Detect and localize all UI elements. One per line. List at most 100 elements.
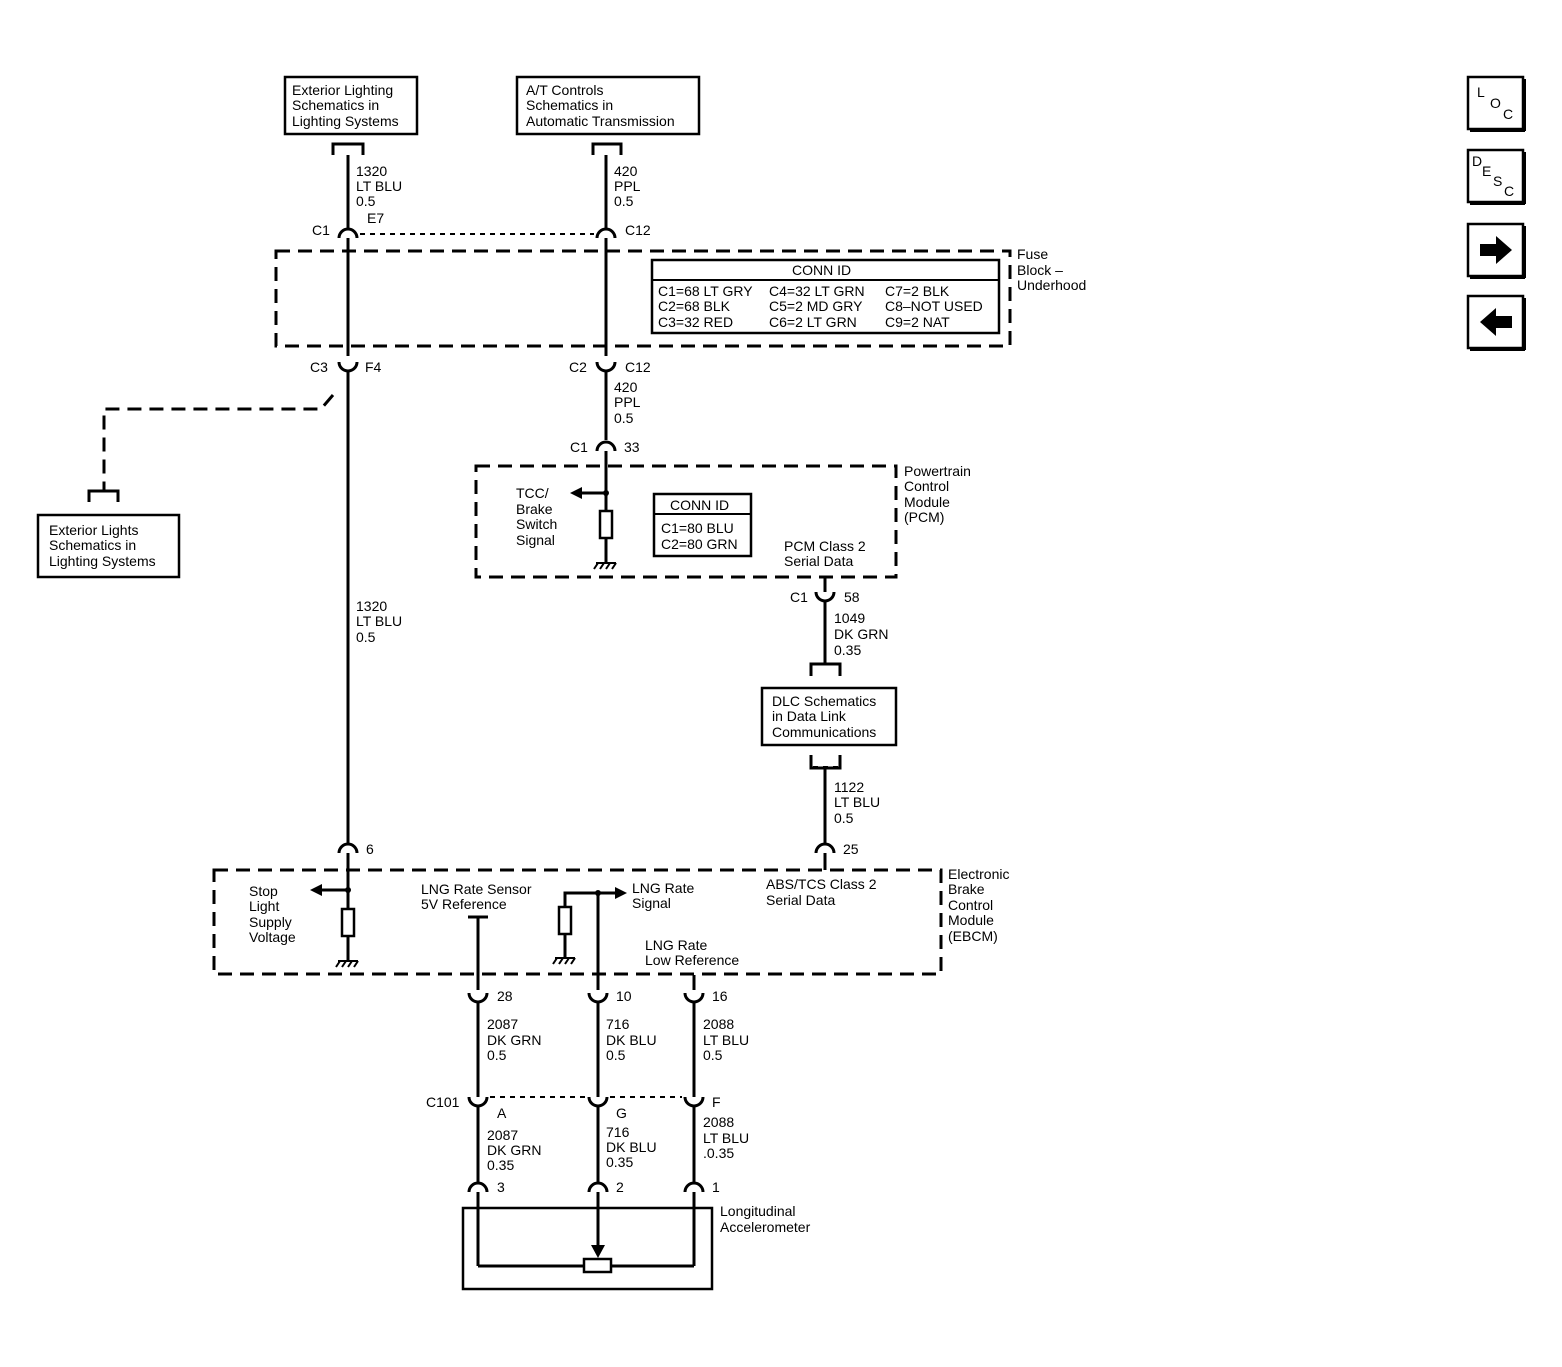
connector-label: F4 — [365, 359, 382, 375]
wire-label: PPL — [614, 178, 641, 194]
conn-id-cell: C7=2 BLK — [885, 283, 950, 299]
wire-label: 0.5 — [606, 1047, 626, 1063]
pcm-label: (PCM) — [904, 509, 944, 525]
ref-line: DLC Schematics — [772, 693, 876, 709]
pin-label: 58 — [844, 589, 860, 605]
connector-label: C12 — [625, 359, 651, 375]
wire-label: 0.5 — [356, 629, 376, 645]
wire-label: DK GRN — [834, 626, 888, 642]
wire-label: 0.35 — [606, 1154, 633, 1170]
wire-label: 1122 — [834, 779, 864, 795]
connector-symbol — [337, 227, 359, 239]
wire-label: 0.5 — [834, 810, 854, 826]
wire-label: 0.5 — [703, 1047, 723, 1063]
fuse-block-label: Underhood — [1017, 277, 1086, 293]
ref-line: Schematics in — [526, 97, 613, 113]
branch-exterior-lights — [102, 394, 335, 490]
arrow-right-icon — [615, 887, 627, 899]
wire-label: LT BLU — [834, 794, 880, 810]
wire-label: LT BLU — [703, 1130, 749, 1146]
connector-symbol — [595, 361, 617, 373]
conn-id-title: CONN ID — [670, 497, 729, 513]
wire-label: 1320 — [356, 598, 387, 614]
wire-label: PPL — [614, 394, 641, 410]
conn-id-cell: C5=2 MD GRY — [769, 298, 863, 314]
connector-symbol — [337, 361, 359, 373]
desc-letter: D — [1472, 153, 1482, 169]
conn-id-cell: C1=68 LT GRY — [658, 283, 753, 299]
accelerometer-label: Accelerometer — [720, 1219, 811, 1235]
pin-label: 6 — [366, 841, 374, 857]
ref-box-exterior-lighting[interactable]: Exterior Lighting Schematics in Lighting… — [283, 75, 419, 136]
ref-line: Lighting Systems — [49, 553, 156, 569]
desc-letter: E — [1482, 163, 1491, 179]
ref-line: Schematics in — [292, 97, 379, 113]
prev-button[interactable] — [1466, 294, 1526, 351]
wire-label: DK BLU — [606, 1032, 657, 1048]
ground-icon — [593, 562, 617, 570]
pin-label: 16 — [712, 988, 728, 1004]
ebcm-label: Electronic — [948, 866, 1009, 882]
ebcm-label: Brake — [948, 881, 985, 897]
harness-bracket — [331, 142, 365, 155]
wire-label: 0.5 — [487, 1047, 507, 1063]
stop-light-label: Light — [249, 898, 279, 914]
pcm-label: Control — [904, 478, 949, 494]
wire-label: 0.5 — [614, 410, 634, 426]
ref-box-exterior-lights[interactable]: Exterior Lights Schematics in Lighting S… — [36, 513, 181, 579]
harness-bracket — [591, 142, 623, 155]
loc-letter: O — [1490, 95, 1501, 111]
pin-label: G — [616, 1105, 627, 1121]
wire-label: 0.35 — [487, 1157, 514, 1173]
conn-id-cell: C2=80 GRN — [661, 536, 738, 552]
ground-icon — [335, 960, 359, 968]
wire-label: 716 — [606, 1124, 630, 1140]
stop-light-label: Voltage — [249, 929, 296, 945]
wire-label: DK BLU — [606, 1139, 657, 1155]
desc-letter: C — [1504, 183, 1514, 199]
conn-id-cell: C4=32 LT GRN — [769, 283, 865, 299]
connector-symbol — [683, 1096, 705, 1108]
accelerometer-outline — [461, 1206, 714, 1291]
ref-box-dlc[interactable]: DLC Schematics in Data Link Communicatio… — [760, 686, 898, 747]
pin-label: 33 — [624, 439, 640, 455]
resistor-icon — [557, 905, 573, 936]
pin-label: E7 — [367, 210, 384, 226]
connector-symbol — [814, 842, 836, 854]
desc-button[interactable]: D E S C — [1466, 148, 1526, 205]
loc-button[interactable]: L O C — [1466, 75, 1526, 132]
ref-box-at-controls[interactable]: A/T Controls Schematics in Automatic Tra… — [515, 75, 701, 136]
wire-label: DK GRN — [487, 1032, 541, 1048]
arrow-right-icon — [1480, 236, 1512, 264]
connector-label: C1 — [570, 439, 588, 455]
pin-label: 28 — [497, 988, 513, 1004]
connector-symbol — [595, 227, 617, 239]
ebcm-label: (EBCM) — [948, 928, 998, 944]
ref-line: Communications — [772, 724, 876, 740]
ref-line: Lighting Systems — [292, 113, 399, 129]
potentiometer-icon — [582, 1257, 613, 1274]
connector-symbol — [587, 1181, 609, 1193]
connector-symbol — [587, 1096, 609, 1108]
ebcm-outline — [212, 868, 943, 976]
desc-letter: S — [1493, 173, 1502, 189]
pin-label: 1 — [712, 1179, 720, 1195]
wire-label: 0.5 — [614, 193, 634, 209]
wire-label: LT BLU — [356, 178, 402, 194]
pin-label: 10 — [616, 988, 632, 1004]
connector-symbol — [467, 1096, 489, 1108]
lng-low-label: LNG Rate — [645, 937, 707, 953]
loc-letter: L — [1477, 84, 1485, 100]
stop-light-label: Stop — [249, 883, 278, 899]
next-button[interactable] — [1466, 222, 1526, 279]
connector-symbol — [683, 1181, 705, 1193]
fuse-block-outline — [274, 249, 1012, 348]
fuse-block-label: Fuse — [1017, 246, 1048, 262]
arrow-left-icon — [1480, 308, 1512, 336]
ebcm-label: Control — [948, 897, 993, 913]
connector-label: C101 — [426, 1094, 460, 1110]
connector-symbol — [814, 591, 836, 603]
harness-bracket — [809, 662, 842, 676]
ref-line: Exterior Lights — [49, 522, 138, 538]
